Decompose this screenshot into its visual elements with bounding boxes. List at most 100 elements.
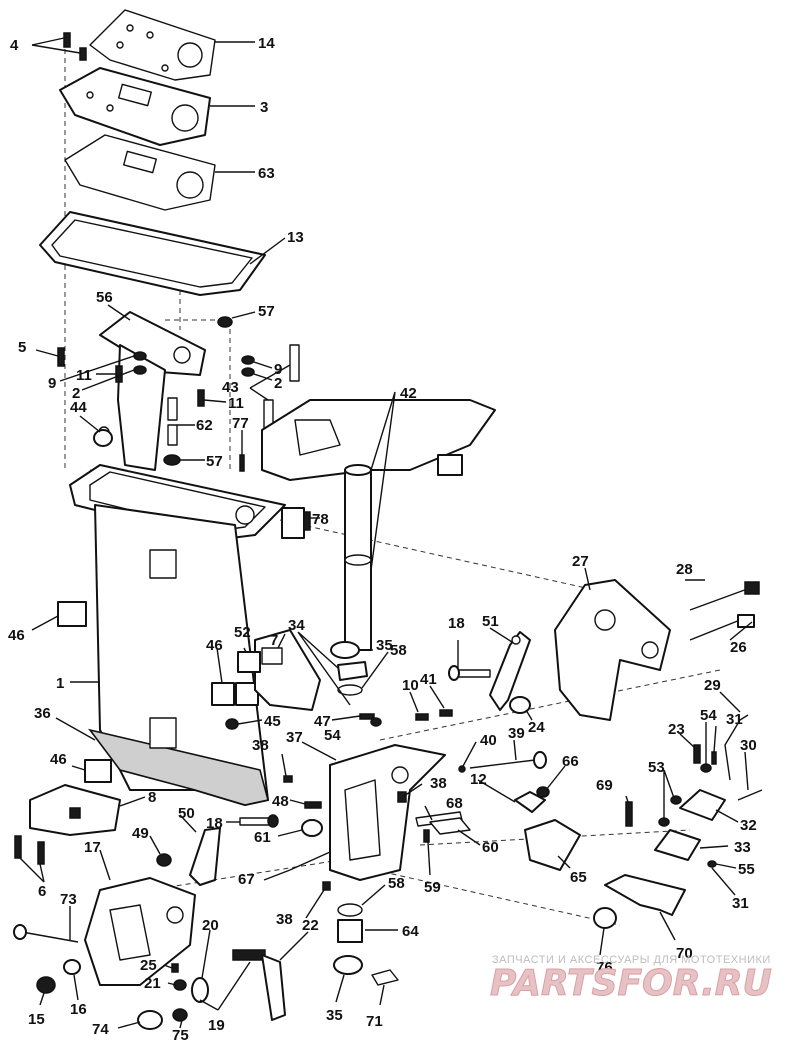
label-57-top: 57 — [258, 303, 275, 320]
arm-22 — [261, 954, 286, 1021]
label-29: 29 — [704, 677, 721, 694]
label-24: 24 — [528, 719, 545, 736]
label-23: 23 — [668, 721, 685, 738]
mount-8 — [29, 784, 121, 836]
leader-lines — [19, 37, 753, 1029]
label-68: 68 — [446, 795, 463, 812]
nut-49 — [156, 853, 172, 867]
label-11-left: 11 — [76, 367, 92, 384]
bracket-33 — [654, 829, 701, 861]
label-28: 28 — [676, 561, 693, 578]
label-71: 71 — [366, 1013, 383, 1030]
label-32: 32 — [740, 817, 757, 834]
plug-76 — [593, 907, 617, 929]
lever-39 — [469, 751, 547, 769]
label-19: 19 — [208, 1017, 225, 1034]
label-9-right: 9 — [274, 361, 282, 378]
label-35-top: 35 — [376, 637, 393, 654]
ring-58-low — [337, 903, 363, 917]
label-8: 8 — [148, 789, 156, 806]
nut-15 — [36, 976, 56, 994]
bushing-24 — [509, 696, 531, 714]
label-41: 41 — [420, 671, 437, 688]
label-38-a: 38 — [252, 737, 269, 754]
bracket-32 — [679, 789, 726, 821]
block-78 — [281, 507, 311, 539]
washer-16 — [63, 959, 81, 975]
bushing-64 — [337, 919, 363, 943]
bolt-48 — [304, 801, 322, 809]
nut-45 — [225, 718, 239, 730]
label-64: 64 — [402, 923, 419, 940]
bushing-52 — [237, 651, 261, 673]
bolt-73 — [13, 924, 79, 943]
pin-59 — [423, 829, 430, 843]
label-55: 55 — [738, 861, 755, 878]
lock-65 — [524, 819, 581, 871]
swivel-bracket-37 — [329, 744, 446, 881]
label-46-low: 46 — [50, 751, 67, 768]
clamp-27 — [554, 579, 671, 721]
exhaust-housing-1 — [69, 464, 286, 806]
gasket-63 — [64, 134, 216, 211]
label-58-top: 58 — [390, 642, 407, 659]
label-34: 34 — [288, 617, 305, 634]
screw-11-left — [115, 365, 123, 383]
rubber-46-low — [84, 759, 112, 783]
disc-20 — [191, 977, 209, 1003]
rod-28 — [689, 581, 760, 611]
spring-69 — [625, 801, 633, 827]
label-39: 39 — [508, 725, 525, 742]
screw-11-right — [197, 389, 205, 407]
pin-31-top — [711, 751, 717, 765]
spring-19 — [232, 949, 266, 961]
ring-58-top — [337, 684, 363, 696]
steering-arm-78-bracket — [261, 399, 496, 651]
plug-40 — [458, 765, 466, 773]
label-36: 36 — [34, 705, 51, 722]
plate-14 — [89, 9, 216, 81]
label-25: 25 — [140, 957, 157, 974]
label-59: 59 — [424, 879, 441, 896]
washer-57-top — [217, 316, 233, 328]
label-10: 10 — [402, 677, 419, 694]
lock-60 — [429, 817, 471, 835]
mount-7 — [254, 629, 321, 711]
rod-67 — [289, 851, 331, 871]
label-3: 3 — [260, 99, 268, 116]
label-69: 69 — [596, 777, 613, 794]
label-73: 73 — [60, 891, 77, 908]
label-43: 43 — [222, 379, 239, 396]
spring-23 — [693, 744, 701, 764]
label-14: 14 — [258, 35, 275, 52]
screw-25 — [171, 963, 179, 973]
label-17: 17 — [84, 839, 101, 856]
label-40: 40 — [480, 732, 497, 749]
label-16: 16 — [70, 1001, 87, 1018]
label-5: 5 — [18, 339, 26, 356]
label-67: 67 — [238, 871, 255, 888]
label-53: 53 — [648, 759, 665, 776]
label-13: 13 — [287, 229, 304, 246]
label-56: 56 — [96, 289, 113, 306]
label-54-mid: 54 — [324, 727, 341, 744]
bracket-51 — [489, 631, 531, 711]
part-labels: 4 14 3 63 13 56 57 11 43 11 44 62 77 57 … — [8, 35, 757, 1044]
label-11-right: 11 — [228, 395, 244, 412]
label-20: 20 — [202, 917, 219, 934]
washer-61 — [301, 819, 323, 837]
watermark-caption: ЗАПЧАСТИ И АКСЕССУАРЫ ДЛЯ МОТОТЕХНИКИ — [492, 954, 771, 966]
label-51: 51 — [482, 613, 499, 630]
clip-71 — [371, 969, 399, 986]
bolt-18-top — [448, 665, 491, 681]
label-58-low: 58 — [388, 875, 405, 892]
washer-9-left — [133, 351, 147, 361]
label-15: 15 — [28, 1011, 45, 1028]
label-49: 49 — [132, 825, 149, 842]
nut-54-mid — [370, 717, 382, 727]
label-60: 60 — [482, 839, 499, 856]
label-70: 70 — [676, 945, 693, 962]
screws-4 — [63, 32, 87, 61]
label-75: 75 — [172, 1027, 189, 1044]
